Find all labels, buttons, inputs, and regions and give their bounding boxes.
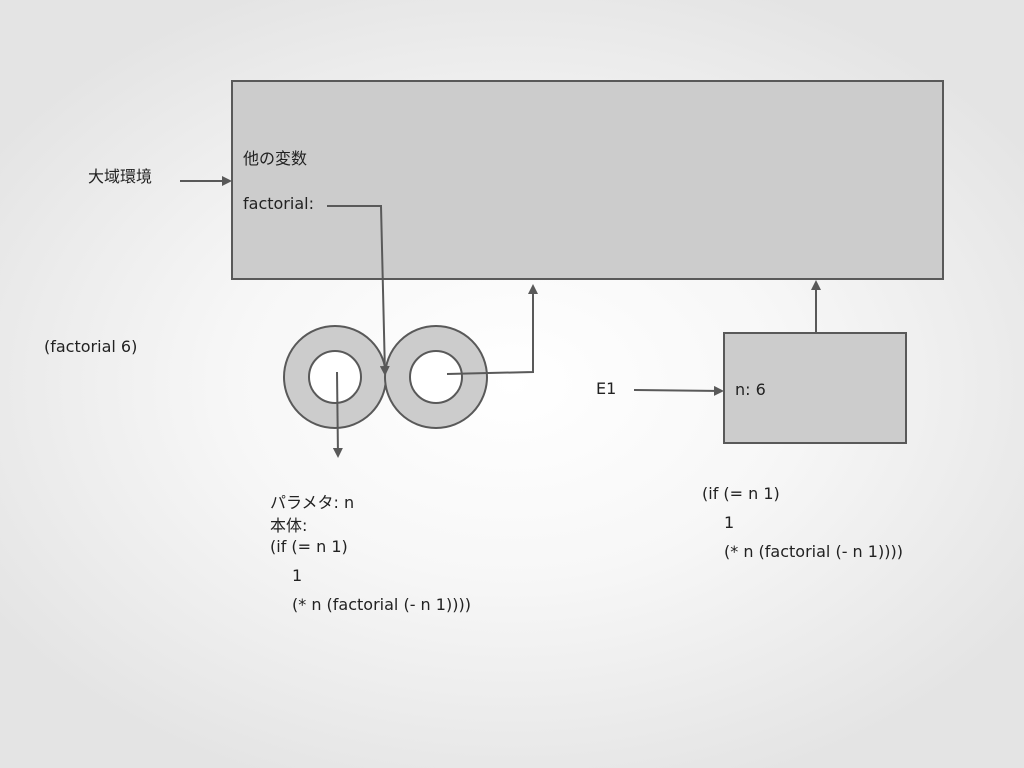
e1-body-line-3: (* n (factorial (- n 1)))) — [724, 542, 903, 561]
factorial-binding-label: factorial: — [243, 194, 314, 213]
procedure-body-line-3: (* n (factorial (- n 1)))) — [292, 595, 471, 614]
e1-frame-box — [723, 332, 907, 444]
global-env-label: 大域環境 — [88, 167, 153, 186]
global-frame-box — [231, 80, 944, 280]
e1-body-line-2: 1 — [724, 513, 735, 532]
other-variables-label: 他の変数 — [243, 149, 308, 168]
factorial-binding-arrow — [327, 205, 390, 376]
procedure-right-circle-hole — [409, 350, 463, 404]
procedure-body-line-2: 1 — [292, 566, 303, 585]
procedure-params: パラメタ: n — [270, 493, 355, 512]
procedure-body-line-1: (if (= n 1) — [270, 537, 348, 556]
e1-body-line-1: (if (= n 1) — [702, 484, 780, 503]
procedure-env-arrow — [446, 284, 538, 375]
procedure-body-label: 本体: — [270, 516, 308, 535]
e1-binding-n: n: 6 — [735, 380, 766, 399]
e1-label: E1 — [596, 379, 617, 398]
call-expression: (factorial 6) — [44, 337, 138, 356]
e1-pointer-arrow — [633, 385, 724, 396]
procedure-left-circle-hole — [308, 350, 362, 404]
procedure-code-arrow — [332, 371, 343, 458]
